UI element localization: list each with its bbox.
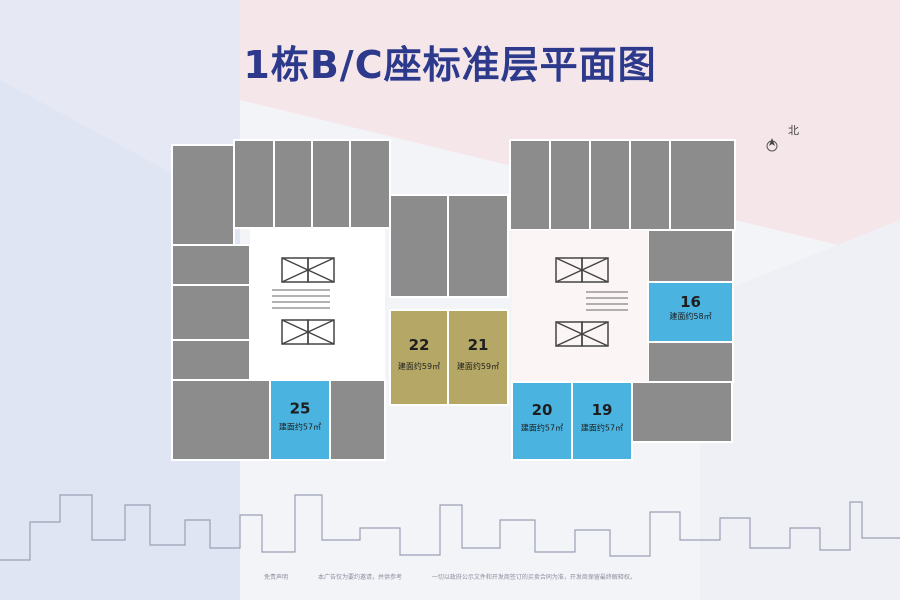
unit-22: 22 建面约59㎡	[389, 309, 449, 406]
unit-16-area	[647, 281, 734, 343]
disclaimer-label: 免责声明	[264, 574, 289, 581]
unit-21-area	[447, 309, 509, 406]
unit-number: 25	[290, 400, 311, 418]
right-stairs	[586, 291, 628, 311]
unit-area: 建面约57㎡	[581, 422, 623, 432]
unit-21: 21 建面约59㎡	[447, 309, 509, 406]
north-arrow-icon	[766, 138, 778, 152]
unit-number: 20	[532, 401, 553, 419]
disclaimer-text-1: 本广告仅为要约邀请，并供参考	[317, 574, 402, 581]
unit-number: 19	[592, 401, 613, 419]
unit-number: 16	[680, 293, 701, 311]
unit-20: 20 建面约57㎡	[511, 381, 573, 461]
page-title: 1栋B/C座标准层平面图	[243, 43, 657, 87]
unit-number: 22	[409, 336, 430, 354]
compass: 北	[766, 124, 799, 152]
unit-19: 19 建面约57㎡	[571, 381, 633, 461]
right-elevators	[555, 257, 609, 347]
left-core	[250, 228, 385, 380]
unit-19-area	[571, 381, 633, 461]
unit-25-area	[269, 379, 331, 461]
unit-area: 建面约57㎡	[279, 422, 321, 432]
disclaimer-text-2: 一切以政府公示文件和开发商签订的买卖合同为准，开发商保留最终解释权。	[431, 574, 636, 581]
left-elevators	[281, 257, 335, 345]
middle-units	[389, 194, 509, 298]
unit-area: 建面约58㎡	[669, 311, 711, 321]
highlighted-units: 22 建面约59㎡ 21 建面约59㎡ 25 建面约57㎡ 20 建面约57㎡ 19 建面约57㎡…	[269, 281, 734, 461]
unit-area: 建面约59㎡	[457, 361, 499, 371]
unit-22-area	[389, 309, 449, 406]
disclaimer: 免责声明 本广告仅为要约邀请，并供参考 一切以政府公示文件和开发商签订的买卖合同…	[0, 572, 900, 581]
right-core	[512, 230, 648, 382]
skyline	[0, 494, 900, 561]
unit-20-area	[511, 381, 573, 461]
unit-25: 25 建面约57㎡	[269, 379, 331, 461]
compass-label: 北	[788, 124, 799, 137]
unit-area: 建面约57㎡	[521, 422, 563, 432]
unit-area: 建面约59㎡	[398, 361, 440, 371]
left-stairs	[272, 289, 330, 309]
unit-number: 21	[468, 336, 489, 354]
